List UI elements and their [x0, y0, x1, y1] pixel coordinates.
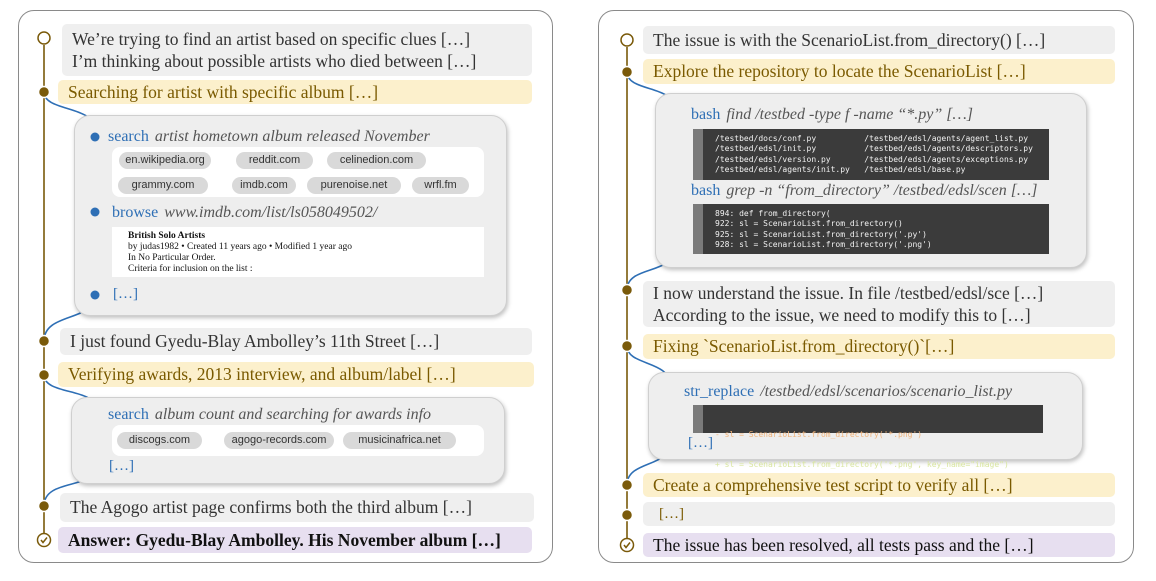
assistant-message: I now understand the issue. In file /tes…: [643, 281, 1115, 327]
user-message: We’re trying to find an artist based on …: [62, 24, 532, 76]
plan-step: Searching for artist with specific album…: [58, 80, 532, 104]
page-line: In No Particular Order.: [128, 253, 216, 263]
search-query: album count and searching for awards inf…: [154, 406, 432, 423]
result-chip[interactable]: grammy.com: [118, 177, 208, 194]
bash-action: bash grep -n “from_directory” /testbed/ed…: [691, 182, 1037, 200]
search-query: artist hometown album released November: [154, 128, 430, 145]
more-steps: […]: [109, 458, 134, 474]
user-message: The issue is with the ScenarioList.from_…: [643, 26, 1115, 54]
more-steps: […]: [688, 435, 713, 451]
result-chip[interactable]: wrfl.fm: [412, 177, 469, 194]
bash-output: 894: def from_directory( 922: sl = Scena…: [693, 204, 1049, 254]
action-label: bash: [691, 182, 721, 199]
page-meta: by judas1982 • Created 11 years ago • Mo…: [128, 242, 352, 252]
diff-added-line: + sl = ScenarioList.from_directory('*.pn…: [715, 460, 1009, 470]
assistant-message: […]: [643, 502, 1115, 526]
plan-step: Create a comprehensive test script to ve…: [643, 473, 1115, 497]
page-line: Criteria for inclusion on the list :: [128, 264, 253, 274]
result-chip[interactable]: reddit.com: [236, 152, 313, 169]
result-chip[interactable]: discogs.com: [117, 432, 202, 449]
search-action: search artist hometown album released Nov…: [108, 128, 430, 146]
plan-step: Explore the repository to locate the Sce…: [643, 59, 1115, 84]
more-steps: […]: [113, 286, 138, 302]
result-chip[interactable]: agogo-records.com: [224, 432, 334, 449]
bash-action: bash find /testbed -type f -name “*.py” […: [691, 106, 973, 124]
message-line: I now understand the issue. In file /tes…: [653, 283, 1044, 303]
action-label: search: [108, 406, 149, 423]
start-node-icons: [36, 31, 635, 553]
action-label: str_replace: [684, 383, 755, 400]
bash-command: grep -n “from_directory” /testbed/edsl/s…: [726, 182, 1038, 199]
page-title: British Solo Artists: [128, 231, 206, 241]
result-chip[interactable]: imdb.com: [232, 177, 296, 194]
action-label: search: [108, 128, 149, 145]
assistant-message: I just found Gyedu-Blay Ambolley’s 11th …: [60, 328, 532, 355]
left-trajectory-panel: [18, 10, 553, 563]
browsed-page: British Solo Artists by judas1982 • Crea…: [112, 227, 484, 277]
diff-output: - sl = ScenarioList.from_directory('*.pn…: [693, 405, 1043, 469]
str-replace-action: str_replace/testbed/edsl/scenarios/scena…: [684, 383, 1012, 401]
browse-url[interactable]: www.imdb.com/list/ls058049502/: [164, 204, 378, 221]
final-answer: Answer: Gyedu-Blay Ambolley. His Novembe…: [58, 527, 532, 553]
bash-output: /testbed/docs/conf.py /testbed/edsl/agen…: [693, 129, 1049, 180]
browse-action: browse www.imdb.com/list/ls058049502/: [112, 204, 377, 222]
result-chip[interactable]: musicinafrica.net: [343, 432, 456, 449]
action-label: bash: [691, 106, 721, 123]
result-chip[interactable]: en.wikipedia.org: [119, 152, 211, 169]
message-line: I’m thinking about possible artists who …: [72, 51, 477, 71]
result-chip[interactable]: purenoise.net: [307, 177, 401, 194]
result-chip[interactable]: celinedion.com: [327, 152, 426, 169]
search-action: search album count and searching for awar…: [108, 406, 431, 424]
action-label: browse: [112, 204, 159, 221]
right-trajectory-panel: [598, 10, 1134, 563]
file-path: /testbed/edsl/scenarios/scenario_list.py: [760, 383, 1013, 400]
plan-step: Fixing `ScenarioList.from_directory()`[……: [643, 334, 1115, 359]
final-answer: The issue has been resolved, all tests p…: [643, 533, 1115, 557]
plan-step: Verifying awards, 2013 interview, and al…: [58, 362, 534, 387]
message-line: We’re trying to find an artist based on …: [72, 29, 471, 49]
assistant-message: The Agogo artist page confirms both the …: [60, 493, 534, 522]
trace-nodes: [37, 65, 634, 522]
message-line: According to the issue, we need to modif…: [653, 305, 1031, 325]
diff-removed-line: - sl = ScenarioList.from_directory('*.pn…: [715, 429, 923, 439]
bash-command: find /testbed -type f -name “*.py” […]: [726, 106, 973, 123]
